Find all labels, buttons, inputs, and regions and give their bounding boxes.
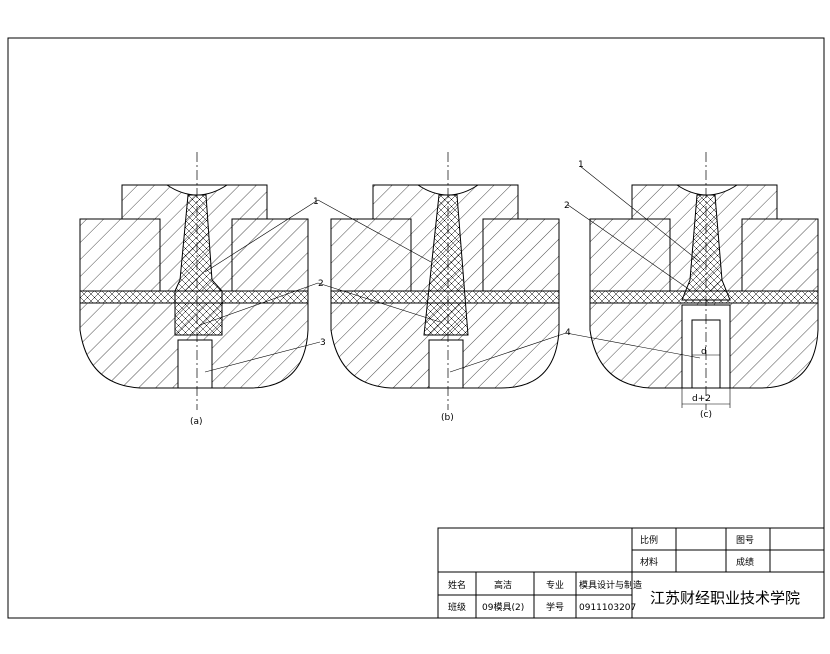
- class-value: 09模具(2): [482, 602, 524, 613]
- view-a: [79, 152, 309, 410]
- caption-a: (a): [190, 417, 203, 427]
- school-name: 江苏财经职业技术学院: [650, 589, 800, 607]
- label-2-c: 2: [564, 201, 570, 211]
- caption-c: (c): [700, 410, 712, 420]
- ejector-hole: [177, 339, 213, 389]
- scale-label: 比例: [640, 534, 658, 546]
- right-upper-block: [231, 218, 309, 292]
- student-id-label: 学号: [546, 601, 564, 613]
- dim-d2: d+2: [692, 394, 711, 404]
- drawing-no-label: 图号: [736, 535, 754, 546]
- name-value: 高洁: [494, 579, 512, 591]
- caption-b: (b): [441, 413, 454, 423]
- view-b: [330, 152, 560, 410]
- view-c: [589, 152, 819, 410]
- class-label: 班级: [448, 601, 466, 613]
- leader-lines: [199, 165, 701, 373]
- label-1-c: 1: [578, 160, 584, 170]
- label-1: 1: [313, 197, 319, 207]
- sprue-channel: [174, 194, 223, 336]
- student-id-value: 0911103207: [579, 603, 636, 613]
- grade-label: 成绩: [736, 556, 754, 568]
- major-value: 模具设计与制造: [579, 579, 642, 591]
- label-3: 3: [320, 338, 326, 348]
- major-label: 专业: [546, 579, 564, 591]
- title-block: 比例 图号 材料 成绩 姓名 高洁 专业 模具设计与制造 班级 09模具(2) …: [437, 527, 825, 619]
- material-label: 材料: [640, 556, 658, 568]
- dim-d: d: [701, 347, 707, 357]
- label-2-a: 2: [318, 279, 324, 289]
- left-upper-block: [79, 218, 161, 292]
- label-4: 4: [565, 328, 571, 338]
- drawing-border: [7, 37, 825, 619]
- name-label: 姓名: [448, 579, 466, 591]
